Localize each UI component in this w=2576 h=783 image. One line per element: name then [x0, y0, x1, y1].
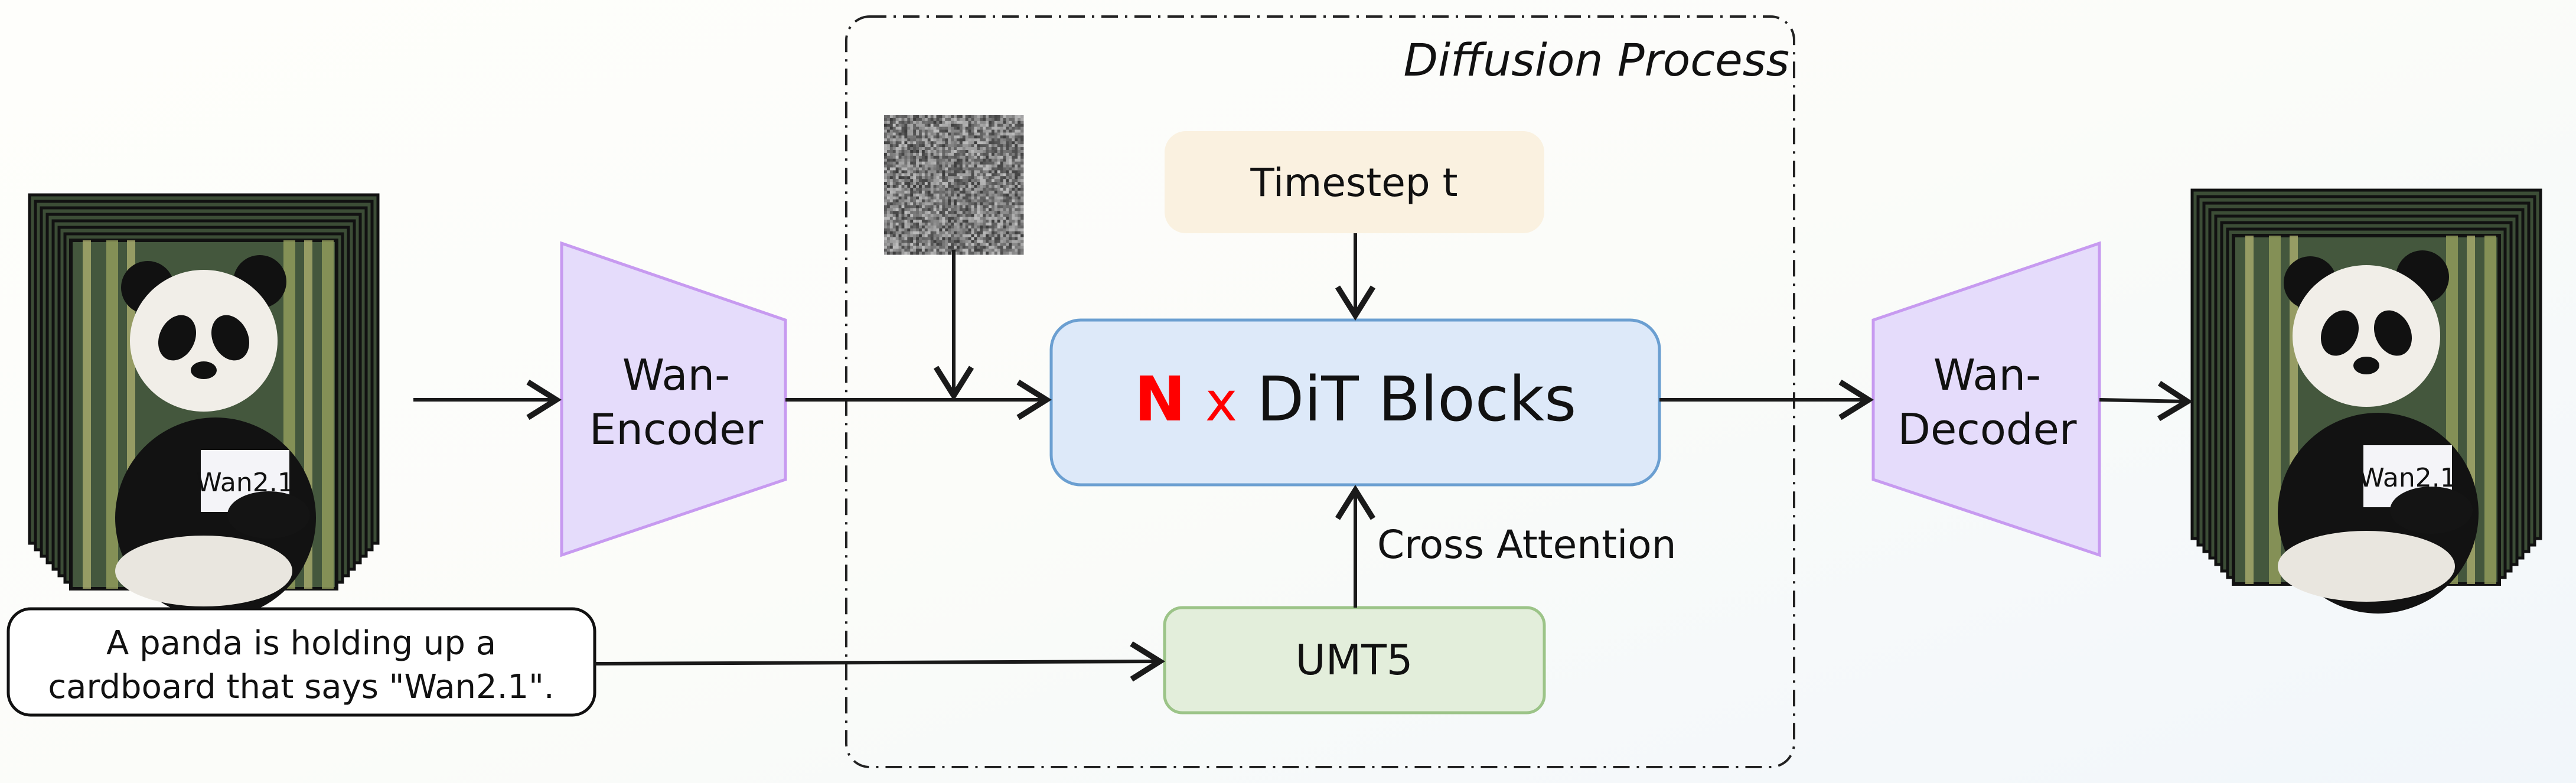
- decoder-label-line2: Decoder: [1898, 404, 2077, 454]
- prompt-line2: cardboard that says "Wan2.1".: [48, 668, 554, 706]
- timestep-label: Timestep t: [1250, 160, 1457, 205]
- dit-blocks-label: N x DiT Blocks: [1134, 363, 1577, 435]
- umt5-label: UMT5: [1296, 636, 1413, 684]
- cross-attention-label: Cross Attention: [1377, 522, 1677, 567]
- decoder-label-line1: Wan-: [1933, 350, 2041, 400]
- arrow-prompt-to-umt5: [595, 661, 1160, 664]
- dit-count-n: N: [1134, 363, 1186, 435]
- prompt-line1: A panda is holding up a: [106, 624, 496, 663]
- gaussian-noise-image: [884, 115, 1024, 255]
- arrow-decoder-to-output: [2099, 400, 2187, 402]
- encoder-label-line1: Wan-: [622, 350, 730, 400]
- diffusion-process-label: Diffusion Process: [1404, 34, 1790, 86]
- dit-blocks-text: DiT Blocks: [1257, 363, 1576, 435]
- input-video-frames: Wan2.1: [30, 195, 378, 618]
- dit-times: x: [1205, 370, 1237, 433]
- video-frame: Wan2.1: [2233, 236, 2499, 614]
- output-video-frames: Wan2.1: [2192, 190, 2541, 614]
- encoder-label-line2: Encoder: [589, 404, 764, 454]
- video-frame: Wan2.1: [71, 240, 337, 618]
